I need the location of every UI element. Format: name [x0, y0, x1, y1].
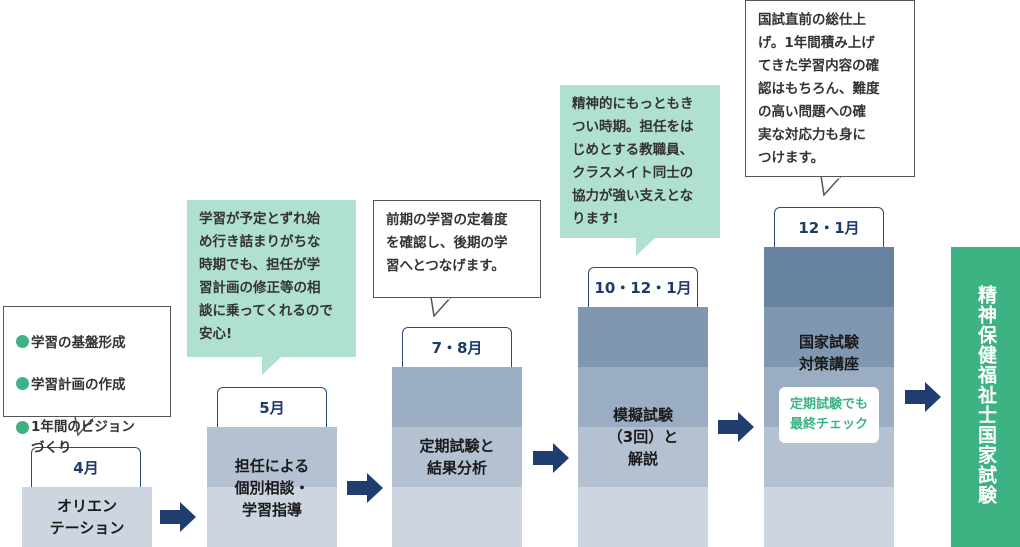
bullet-item: 1年間のビジョン づくり [16, 417, 164, 459]
bubble-may: 学習が予定とずれ始 め行き詰まりがちな 時期でも、担任が学 習計画の修正等の相 … [187, 200, 356, 357]
goal-national-exam: 精神保健福祉士国家試験 [951, 247, 1020, 547]
bubble-dec-jan: 国試直前の総仕上 げ。1年間積み上げ てきた学習内容の確 認はもちろん、難度 の… [745, 0, 915, 177]
step-label: 模擬試験 （3回）と 解説 [607, 406, 679, 468]
period-tab-may: 5月 [217, 387, 327, 428]
period-tab-dec-jan: 12・1月 [774, 207, 884, 248]
bubble-jul-aug: 前期の学習の定着度 を確認し、後期の学 習へとつなげます。 [373, 200, 541, 298]
arrow-right-icon [160, 502, 196, 532]
bubble-tail [636, 237, 656, 256]
final-check-badge: 定期試験でも 最終チェック [779, 387, 879, 443]
arrow-right-icon [905, 382, 941, 412]
step-periodic-exam: 定期試験と 結果分析 [392, 367, 522, 547]
bullet-icon [16, 421, 29, 434]
bullet-icon [16, 377, 29, 390]
bullet-item: 学習計画の作成 [16, 375, 164, 396]
step-label: 担任による 個別相談・ 学習指導 [234, 457, 310, 519]
arrow-right-icon [347, 473, 383, 503]
bullet-item: 学習の基盤形成 [16, 333, 164, 354]
period-tab-oct-jan: 10・12・1月 [588, 267, 698, 308]
step-counseling: 担任による 個別相談・ 学習指導 [207, 427, 337, 547]
arrow-right-icon [533, 443, 569, 473]
step-label: 国家試験 対策講座 [798, 333, 859, 373]
step-mock-exam: 模擬試験 （3回）と 解説 [578, 307, 708, 547]
bubble-tail [820, 175, 843, 197]
goal-label: 精神保健福祉士国家試験 [975, 285, 997, 505]
bubble-april: 学習の基盤形成 学習計画の作成 1年間のビジョン づくり [3, 306, 171, 456]
bubble-oct-jan: 精神的にもっともき つい時期。担任をは じめとする教職員、 クラスメイト同士の … [560, 85, 720, 238]
step-label: オリエン テーション [49, 497, 125, 537]
step-national-exam-course: 国家試験 対策講座 定期試験でも 最終チェック [764, 247, 894, 547]
period-tab-april: 4月 [31, 447, 141, 488]
bullet-icon [16, 335, 29, 348]
bubble-tail [262, 356, 282, 375]
arrow-right-icon [718, 412, 754, 442]
period-tab-jul-aug: 7・8月 [402, 327, 512, 368]
bubble-tail [430, 296, 453, 318]
step-label: 定期試験と 結果分析 [419, 437, 495, 477]
step-orientation: オリエン テーション [22, 487, 152, 547]
